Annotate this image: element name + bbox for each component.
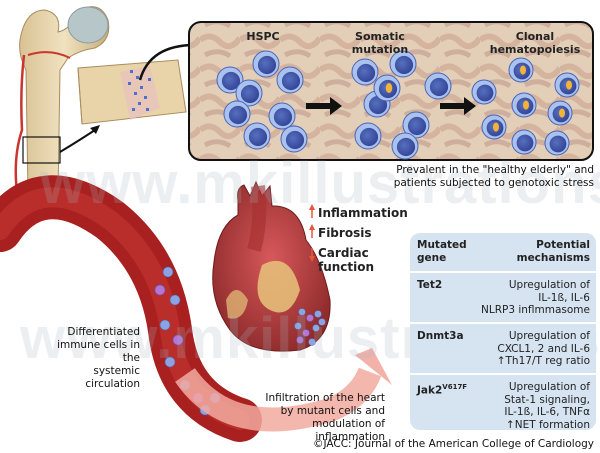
marrow-caption: Prevalent in the "healthy elderly" and p… (393, 164, 594, 189)
infiltration-arrow (175, 367, 382, 432)
zoom-region-box (22, 136, 61, 164)
arrow-hspc-to-mutation (306, 97, 342, 115)
immune-cell (162, 266, 174, 278)
arrow-bone-to-section (59, 127, 99, 153)
hspc-cell (252, 50, 280, 78)
effect-inflammation: Inflammation (318, 206, 408, 220)
normal-cell (402, 111, 430, 139)
infiltration-caption: Infiltration of the heart by mutant cell… (265, 392, 385, 443)
infiltrating-cell (308, 338, 316, 346)
marrow-cells (216, 50, 580, 160)
mutant-clone-cell (508, 57, 534, 83)
immune-cell (172, 334, 184, 346)
mutant-clone-cell (481, 114, 507, 140)
hspc-cell (235, 79, 263, 107)
bone-cross-section (77, 59, 187, 125)
gene-name: Dnmt3a (417, 330, 464, 342)
gene-variant: V617F (442, 383, 468, 391)
infiltrating-cell (312, 324, 320, 332)
infiltrating-cell (298, 308, 306, 316)
infiltrating-cell (306, 314, 314, 322)
table-header-row: Mutated gene Potential mechanisms (410, 233, 596, 271)
normal-cell (391, 132, 419, 160)
infiltrating-cell (294, 322, 302, 330)
hspc-cell (243, 122, 271, 150)
normal-cell (354, 122, 382, 150)
femur-bone (14, 6, 110, 201)
mutated-gene-table: Mutated gene Potential mechanisms Tet2 U… (410, 233, 596, 430)
immune-cell (154, 284, 166, 296)
table-header-mechanisms: Potential mechanisms (516, 239, 590, 264)
heart-infiltrating-cells (294, 308, 326, 346)
effect-fibrosis: Fibrosis (318, 226, 372, 240)
normal-cell (511, 129, 537, 155)
mutant-cell (373, 74, 401, 102)
credit-line: ©JACC: Journal of the American College o… (312, 438, 594, 450)
infiltrating-cell (318, 318, 326, 326)
table-row: Tet2 Upregulation of IL-1ß, IL-6 NLRP3 i… (410, 271, 596, 322)
normal-cell (471, 79, 497, 105)
stage-label-hspc: HSPC (246, 30, 280, 43)
circulation-caption: Differentiated immune cells in the syste… (57, 326, 140, 390)
gene-mechanisms: Upregulation of IL-1ß, IL-6 NLRP3 inflmm… (480, 279, 590, 316)
stage-label-clonal-hematopoiesis: Clonal hematopoiesis (489, 30, 581, 56)
hspc-cell (268, 102, 296, 130)
mutant-clone-cell (547, 100, 573, 126)
hspc-cell (276, 66, 304, 94)
table-row: Jak2V617F Upregulation of Stat-1 signali… (410, 373, 596, 430)
table-header-gene: Mutated gene (417, 239, 467, 264)
normal-cell (544, 130, 570, 156)
hspc-cell (223, 100, 251, 128)
normal-cell (363, 90, 391, 118)
gene-name: Tet2 (417, 279, 443, 291)
mutant-clone-cell (511, 92, 537, 118)
gene-mechanisms: Upregulation of Stat-1 signaling, IL-1ß,… (504, 381, 590, 430)
gene-mechanisms: Upregulation of CXCL1, 2 and IL-6 ↑Th17/… (496, 330, 590, 367)
immune-cell (164, 356, 176, 368)
gene-name: Jak2V617F (417, 383, 468, 397)
effect-arrows (309, 204, 315, 262)
mutant-clone-cell (554, 72, 580, 98)
infiltrating-cell (296, 336, 304, 344)
arrow-section-to-marrow (138, 43, 196, 81)
hspc-cell (280, 125, 308, 153)
table-row: Dnmt3a Upregulation of CXCL1, 2 and IL-6… (410, 322, 596, 373)
normal-cell (424, 72, 452, 100)
effect-cardiac-function: Cardiac function (318, 246, 375, 274)
normal-cell (389, 50, 417, 78)
arrow-mutation-to-clonal (440, 97, 476, 115)
stage-label-somatic-mutation: Somatic mutation (351, 30, 409, 56)
infiltrating-cell (314, 310, 322, 318)
normal-cell (351, 58, 379, 86)
hspc-cell (216, 66, 244, 94)
infiltrating-cell (302, 329, 310, 337)
immune-cell (169, 294, 181, 306)
immune-cell (159, 319, 171, 331)
